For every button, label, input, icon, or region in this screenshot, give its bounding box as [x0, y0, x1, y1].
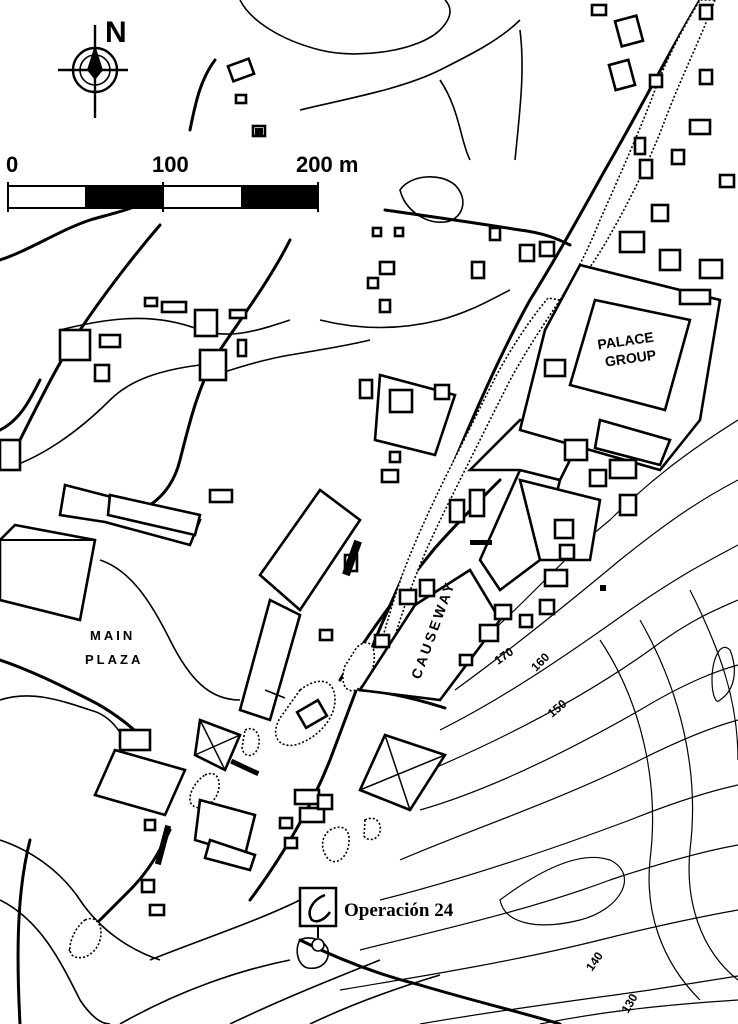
terrain-lines: [0, 0, 523, 1024]
excavation-marker-icon: [298, 886, 338, 952]
contour-label-140: 140: [583, 949, 606, 974]
contour-lines: [339, 419, 738, 1024]
contour-label-160: 160: [528, 650, 552, 674]
north-label: N: [105, 16, 127, 49]
small-structures: [58, 3, 736, 917]
compass-north-arrow-icon: [58, 25, 128, 118]
main-plaza-label-line1: MAIN: [90, 628, 135, 643]
palace-group-label-line1: PALACE: [597, 329, 655, 353]
scale-bar: [7, 182, 319, 212]
main-plaza-label-line2: PLAZA: [85, 652, 143, 667]
palace-group-label-line2: GROUP: [604, 347, 657, 370]
palace-group-structures: [518, 230, 724, 472]
scale-tick-200: 200 m: [296, 152, 358, 177]
contour-label-130: 130: [618, 991, 640, 1016]
scale-tick-0: 0: [6, 152, 18, 177]
scale-tick-100: 100: [152, 152, 189, 177]
operation-24-label: Operación 24: [344, 900, 454, 921]
contour-label-150: 150: [545, 696, 570, 720]
contour-label-170: 170: [492, 644, 517, 667]
main-plaza-structures: [0, 438, 362, 872]
dark-features: [154, 128, 606, 866]
